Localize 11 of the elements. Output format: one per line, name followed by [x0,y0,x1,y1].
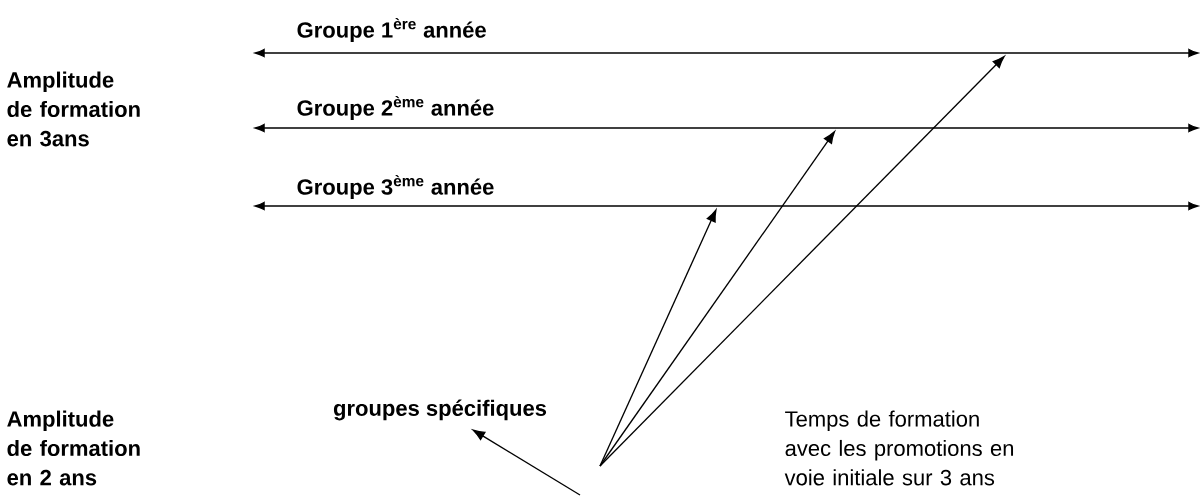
arrow [472,429,581,496]
note-text: Temps de formation avec les promotions en voie initiale sur 3 ans [784,410,1013,486]
text-label: groupes spécifiques [333,399,547,421]
section-heading: Amplitude de formation en 2 ans [7,410,140,486]
arrow [599,131,836,467]
section-heading: Amplitude de formation en 3ans [7,71,140,147]
arrow [599,209,717,467]
group-heading: Groupe 3$^{ème}$ année [297,174,494,200]
arrow [599,55,1005,467]
group-heading: Groupe 1$^{ère}$ année [297,17,486,43]
group-heading: Groupe 2$^{ème}$ année [297,95,494,121]
